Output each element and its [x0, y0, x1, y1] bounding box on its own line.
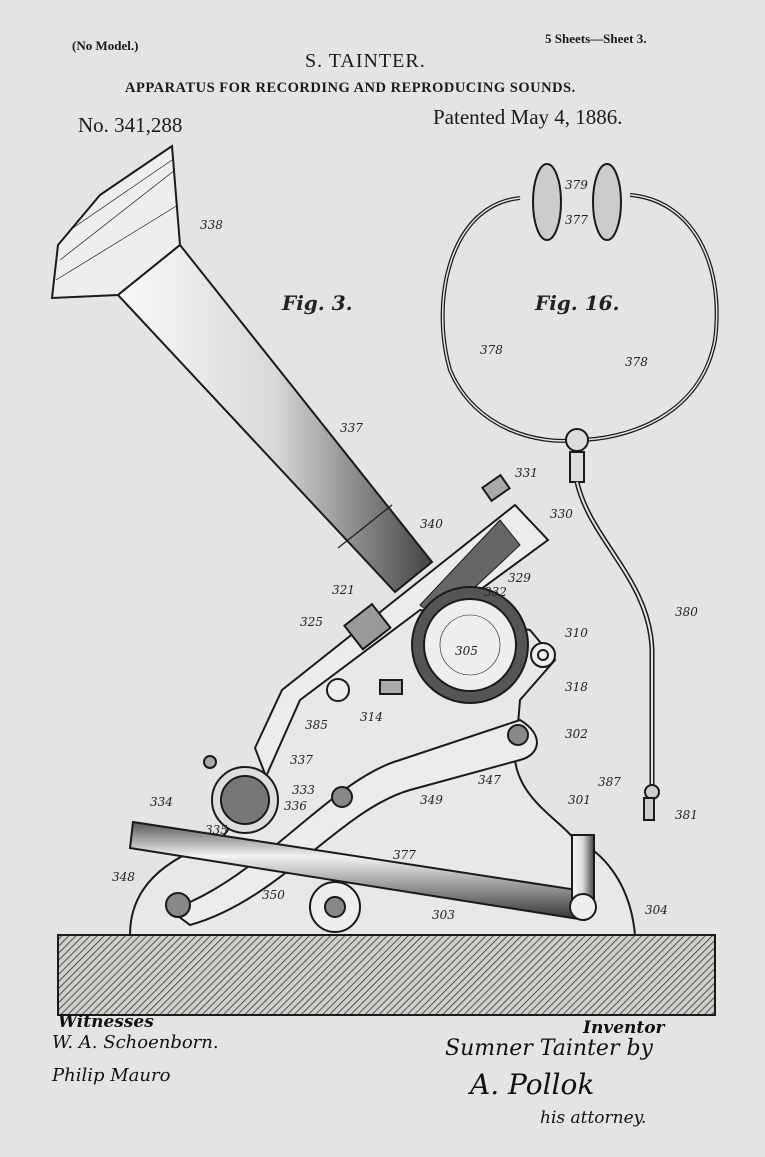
ref-label: 380 [675, 605, 698, 619]
ref-label: 310 [565, 626, 588, 640]
ref-label: 337 [340, 421, 363, 435]
ref-label: 385 [305, 718, 328, 732]
ref-label: 334 [150, 795, 173, 809]
fig3-reference-numerals: 338 337 331 330 340 329 332 321 325 310 … [112, 218, 668, 922]
witness-signature-1: W. A. Schoenborn. [52, 1032, 219, 1053]
ref-label: 302 [565, 727, 588, 741]
attorney-label: his attorney. [540, 1108, 647, 1128]
ref-label: 387 [598, 775, 621, 789]
patent-date: Patented May 4, 1886. [433, 105, 623, 129]
witness-signature-2: Philip Mauro [52, 1065, 171, 1086]
witnesses-label: Witnesses [58, 1012, 154, 1032]
inventor-signature: Sumner Tainter by [445, 1036, 653, 1061]
ref-label: 377 [393, 848, 416, 862]
base [57, 934, 716, 1016]
ref-label: 337 [290, 753, 313, 767]
ref-label: 321 [332, 583, 355, 597]
fig3-drawing [50, 144, 716, 1016]
attorney-signature: A. Pollok [470, 1068, 595, 1101]
horn-tube [116, 243, 434, 594]
earpiece-right [592, 163, 622, 241]
tube-380 [574, 481, 655, 800]
ref-label: 336 [284, 799, 307, 813]
inventor-label: Inventor [583, 1018, 665, 1038]
ref-label: 340 [420, 517, 443, 531]
ref-label: 314 [360, 710, 383, 724]
sheet-number: 5 Sheets—Sheet 3. [545, 31, 647, 46]
ref-label: 325 [300, 615, 323, 629]
ref-label: 378 [480, 343, 503, 357]
fig16-drawing [440, 163, 719, 821]
ref-label: 330 [550, 507, 573, 521]
ref-label: 318 [565, 680, 588, 694]
patent-title: APPARATUS FOR RECORDING AND REPRODUCING … [125, 80, 576, 96]
ref-label: 301 [568, 793, 591, 807]
ref-label: 305 [455, 644, 478, 658]
earpiece-left [532, 163, 562, 241]
ref-label: 347 [478, 773, 501, 787]
no-model-note: (No Model.) [72, 38, 139, 53]
ref-label: 379 [565, 178, 588, 192]
ref-label: 338 [200, 218, 223, 232]
ref-label: 350 [262, 888, 285, 902]
ref-label: 304 [645, 903, 668, 917]
ref-label: 381 [675, 808, 698, 822]
fig16-reference-numerals: 379 377 378 378 380 387 381 [480, 178, 698, 822]
ref-label: 303 [432, 908, 455, 922]
ref-label: 333 [292, 783, 315, 797]
patent-number: No. 341,288 [78, 113, 183, 137]
inventor-name: S. TAINTER. [305, 50, 426, 72]
fig3-label: Fig. 3. [281, 291, 353, 315]
ref-label: 329 [508, 571, 531, 585]
ref-label: 348 [112, 870, 135, 884]
ref-label: 378 [625, 355, 648, 369]
ref-label: 335 [205, 823, 228, 837]
ref-label: 332 [484, 585, 507, 599]
headband-378 [440, 193, 719, 443]
ref-label: 377 [565, 213, 588, 227]
ref-label: 331 [515, 466, 538, 480]
ref-label: 349 [420, 793, 443, 807]
fig16-label: Fig. 16. [534, 291, 620, 315]
